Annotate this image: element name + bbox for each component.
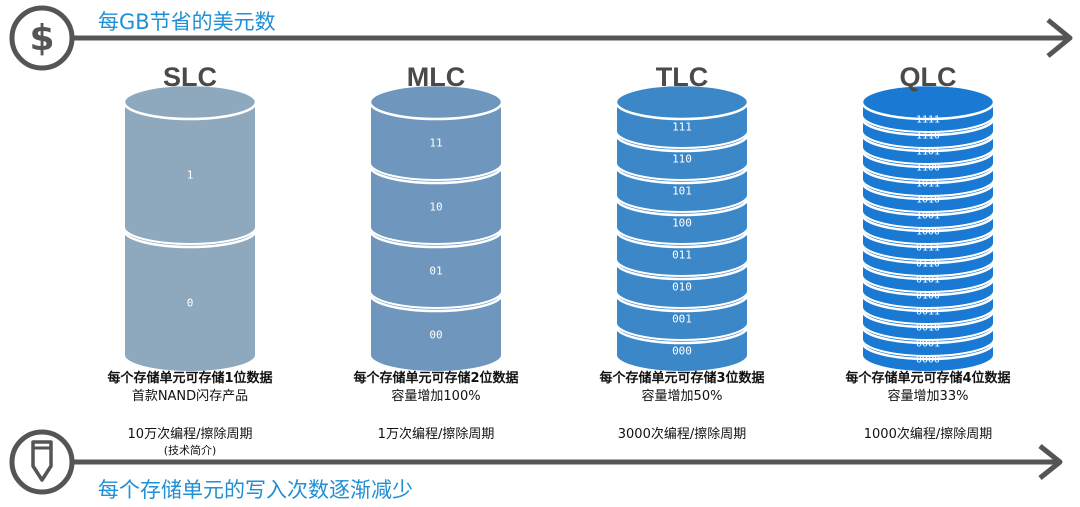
qlc-bits-per-cell: 每个存储单元可存储4位数据 xyxy=(845,371,1011,386)
cell-disk-top xyxy=(122,83,258,121)
slc-cylinder: 01 xyxy=(122,83,258,373)
cell-disk-top xyxy=(860,83,996,121)
bit-pattern-label: 1010 xyxy=(916,195,940,206)
bit-pattern-label: 11 xyxy=(429,137,442,150)
slc-bits-per-cell: 每个存储单元可存储1位数据 xyxy=(107,371,273,386)
bit-pattern-label: 100 xyxy=(672,217,692,230)
top-axis-label: 每GB节省的美元数 xyxy=(98,10,276,34)
slc-description: 每个存储单元可存储1位数据 首款NAND闪存产品 xyxy=(80,370,300,406)
cell-disk xyxy=(123,101,257,245)
bit-pattern-label: 1110 xyxy=(916,131,940,142)
slc-remark: 首款NAND闪存产品 xyxy=(131,389,249,404)
bit-pattern-label: 0100 xyxy=(916,291,940,302)
bit-pattern-label: 1100 xyxy=(916,163,940,174)
bottom-axis-label: 每个存储单元的写入次数逐渐减少 xyxy=(98,478,413,502)
bit-pattern-label: 0011 xyxy=(916,307,940,318)
bit-pattern-label: 001 xyxy=(672,313,692,326)
cell-disk xyxy=(123,229,257,373)
bit-pattern-label: 1111 xyxy=(916,115,940,126)
tlc-endurance-block: 3000次编程/擦除周期 xyxy=(572,427,792,443)
qlc-endurance-block: 1000次编程/擦除周期 xyxy=(818,427,1038,443)
mlc-description: 每个存储单元可存储2位数据 容量增加100% xyxy=(326,370,546,406)
cell-disk xyxy=(369,293,503,373)
bit-pattern-label: 0101 xyxy=(916,275,940,286)
tlc-description: 每个存储单元可存储3位数据 容量增加50% xyxy=(572,370,792,406)
bit-pattern-label: 101 xyxy=(672,185,692,198)
cell-disk-top xyxy=(368,83,504,121)
dollar-icon: $ xyxy=(9,5,75,71)
bit-pattern-label: 01 xyxy=(429,265,442,278)
bit-pattern-label: 0110 xyxy=(916,259,940,270)
mlc-endurance-block: 1万次编程/擦除周期 xyxy=(326,427,546,443)
bit-pattern-label: 110 xyxy=(672,153,692,166)
bit-pattern-label: 000 xyxy=(672,345,692,358)
qlc-title: QLC xyxy=(899,62,957,92)
svg-text:$: $ xyxy=(29,18,54,59)
mlc-endurance: 1万次编程/擦除周期 xyxy=(377,427,495,442)
bit-pattern-label: 1000 xyxy=(916,227,940,238)
cell-disk xyxy=(369,101,503,181)
tlc-cylinder: 000 001 010 011 100 101 110 111 xyxy=(614,83,750,373)
bit-pattern-label: 1 xyxy=(187,169,194,182)
qlc-endurance: 1000次编程/擦除周期 xyxy=(863,427,993,442)
tlc-remark: 容量增加50% xyxy=(641,389,723,404)
slc-endurance: 10万次编程/擦除周期 xyxy=(127,427,253,442)
tlc-endurance: 3000次编程/擦除周期 xyxy=(617,427,747,442)
bottom-axis-arrow xyxy=(70,444,1063,480)
qlc-cylinder: 0000 0001 0010 0011 0100 0101 0110 0111 1000 1001… xyxy=(860,83,996,373)
bit-pattern-label: 0000 xyxy=(916,355,940,366)
bit-pattern-label: 010 xyxy=(672,281,692,294)
mlc-remark: 容量增加100% xyxy=(391,389,481,404)
cell-disk-top xyxy=(614,83,750,121)
tlc-bits-per-cell: 每个存储单元可存储3位数据 xyxy=(599,371,765,386)
cell-disk xyxy=(369,165,503,245)
bit-pattern-label: 1011 xyxy=(916,179,940,190)
bit-pattern-label: 0001 xyxy=(916,339,940,350)
bit-pattern-label: 1001 xyxy=(916,211,940,222)
bit-pattern-label: 1101 xyxy=(916,147,940,158)
slc-endurance-block: 10万次编程/擦除周期 (技术简介) xyxy=(80,427,300,459)
bit-pattern-label: 00 xyxy=(429,329,442,342)
top-axis-arrow xyxy=(70,18,1073,58)
mlc-title: MLC xyxy=(406,62,466,92)
bit-pattern-label: 111 xyxy=(672,121,692,134)
slc-title: SLC xyxy=(163,62,217,92)
qlc-remark: 容量增加33% xyxy=(887,389,969,404)
mlc-cylinder: 00 01 10 11 xyxy=(368,83,504,373)
bit-pattern-label: 0010 xyxy=(916,323,940,334)
pencil-icon xyxy=(9,429,75,495)
qlc-description: 每个存储单元可存储4位数据 容量增加33% xyxy=(818,370,1038,406)
bit-pattern-label: 10 xyxy=(429,201,442,214)
bit-pattern-label: 0111 xyxy=(916,243,940,254)
mlc-bits-per-cell: 每个存储单元可存储2位数据 xyxy=(353,371,519,386)
bit-pattern-label: 011 xyxy=(672,249,692,262)
slc-note: (技术简介) xyxy=(163,444,217,457)
bit-pattern-label: 0 xyxy=(187,297,194,310)
tlc-title: TLC xyxy=(655,62,709,92)
cell-disk xyxy=(369,229,503,309)
